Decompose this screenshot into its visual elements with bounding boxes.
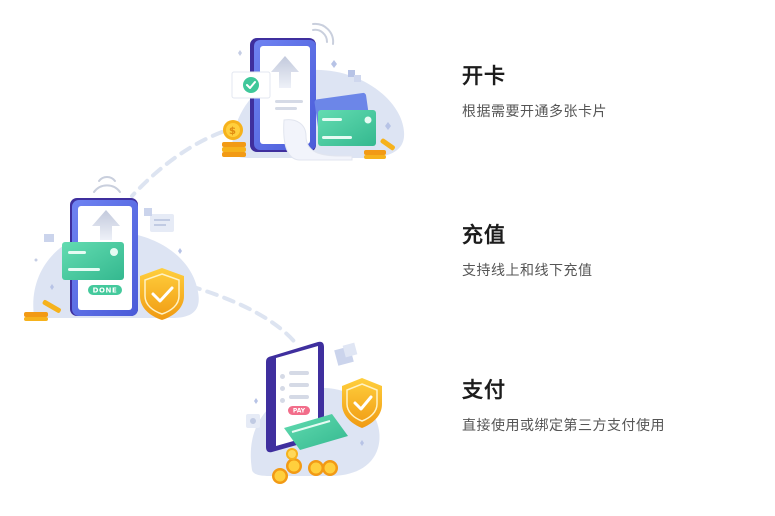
feature-description: 直接使用或绑定第三方支付使用	[462, 418, 665, 434]
card-icon	[62, 242, 124, 280]
feature-open-card: 开卡 根据需要开通多张卡片	[462, 62, 607, 122]
done-label: DONE	[93, 287, 118, 295]
pay-label: PAY	[293, 408, 306, 415]
wifi-icon	[93, 176, 121, 193]
receipt-icon	[283, 119, 353, 161]
dashed-connector-top	[130, 130, 224, 198]
open-card-illustration: $	[222, 22, 405, 161]
feature-description: 根据需要开通多张卡片	[462, 104, 607, 120]
feature-title: 开卡	[462, 64, 506, 88]
feature-description: 支持线上和线下充值	[462, 263, 593, 279]
feature-title: 充值	[462, 223, 506, 247]
feature-top-up: 充值 支持线上和线下充值	[462, 221, 593, 281]
coin-pile-icon	[272, 448, 338, 484]
top-up-illustration: DONE	[24, 176, 199, 321]
feature-title: 支付	[462, 378, 506, 402]
coin-pile-icon	[364, 138, 395, 159]
check-icon	[243, 77, 259, 93]
pay-badge	[288, 406, 310, 415]
card-icon	[318, 110, 376, 146]
payment-illustration: PAY	[246, 341, 382, 484]
upload-arrow-icon	[271, 56, 299, 88]
upload-arrow-icon	[92, 210, 120, 240]
note-icon	[150, 214, 174, 232]
shield-check-icon	[140, 268, 184, 320]
card-icon	[284, 414, 348, 450]
dashed-connector-bottom	[188, 284, 300, 348]
svg-text:$: $	[229, 126, 236, 137]
feature-payment: 支付 直接使用或绑定第三方支付使用	[462, 376, 665, 436]
coin-stack-icon: $	[222, 120, 246, 157]
coin-pile-icon	[24, 300, 61, 321]
done-badge	[88, 285, 122, 295]
